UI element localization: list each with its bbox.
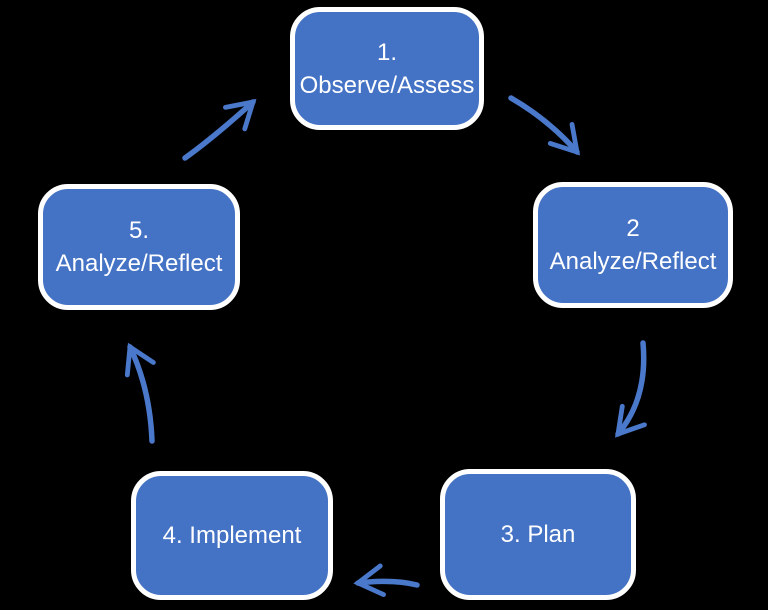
arrow-5-to-1-icon (182, 98, 257, 161)
step-box-plan: 3. Plan (440, 469, 636, 600)
arrow-2-to-3-icon (615, 340, 647, 438)
step-label: Analyze/Reflect (55, 250, 223, 277)
step-label: 4. Implement (162, 522, 302, 549)
arrow-4-to-5-icon (124, 342, 156, 444)
step-box-implement: 4. Implement (131, 471, 333, 600)
step-label: Analyze/Reflect (549, 248, 717, 275)
step-number: 1. (376, 38, 397, 66)
arrow-3-to-4-icon (353, 563, 420, 598)
step-box-analyze-reflect-5: 5. Analyze/Reflect (38, 184, 240, 310)
step-number: 2 (626, 215, 640, 242)
step-label: 3. Plan (500, 521, 576, 548)
step-box-observe-assess: 1. Observe/Assess (290, 7, 484, 130)
step-box-analyze-reflect-2: 2 Analyze/Reflect (533, 182, 733, 308)
step-number: 5. (128, 217, 149, 244)
step-label: Observe/Assess (299, 71, 475, 99)
arrow-1-to-2-icon (508, 95, 581, 156)
